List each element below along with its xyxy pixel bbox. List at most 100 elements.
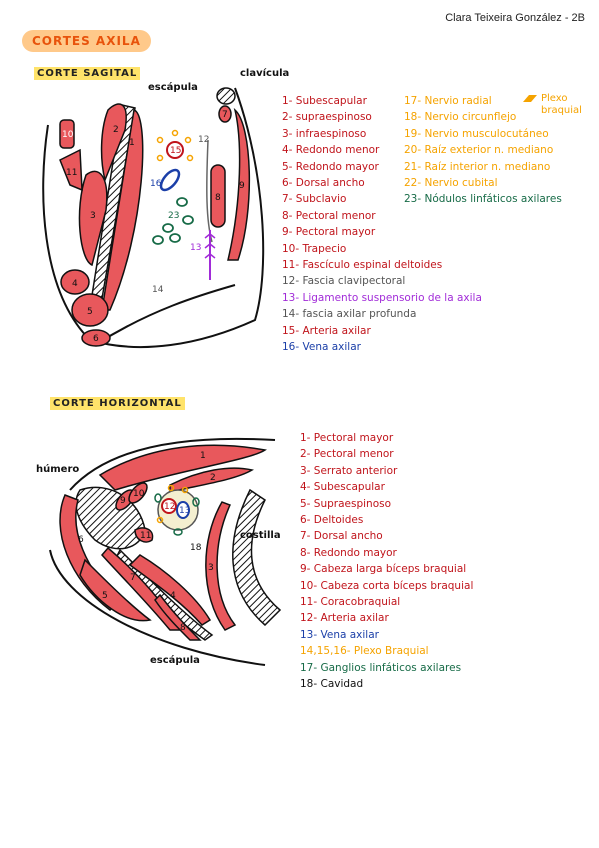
sag-num-9: 9: [239, 181, 245, 191]
sagittal-section-label: CORTE SAGITAL: [34, 67, 141, 80]
horiz-num-11: 11: [140, 531, 151, 541]
horiz-legend-item: 6- Deltoides: [300, 514, 364, 527]
sag-legend-item: 10- Trapecio: [282, 242, 347, 255]
sag-legend-item: 23- Nódulos linfáticos axilares: [404, 193, 562, 206]
horiz-num-4: 4: [170, 591, 176, 601]
sagittal-legend-left: 1- Subescapular 2- supraespinoso 3- infr…: [282, 93, 482, 356]
horiz-legend-item: 13- Vena axilar: [300, 628, 379, 641]
sag-legend-item: 11- Fascículo espinal deltoides: [282, 259, 443, 272]
scapula-label: escápula: [148, 82, 198, 93]
sag-num-8: 8: [215, 193, 221, 203]
horiz-legend-item: 18- Cavidad: [300, 678, 364, 691]
horiz-num-5: 5: [102, 591, 108, 601]
sag-muscle-3: [78, 170, 108, 267]
clavicle-bone: [216, 87, 236, 105]
horiz-artery: [161, 498, 177, 514]
horiz-legend-item: 2- Pectoral menor: [300, 448, 394, 461]
horiz-num-2: 2: [210, 473, 216, 483]
horiz-num-7: 7: [130, 573, 136, 583]
horiz-num-3: 3: [208, 563, 214, 573]
horiz-scapula-label: escápula: [150, 655, 200, 666]
sag-legend-item: 2- supraespinoso: [282, 111, 372, 124]
sag-num-15: 15: [170, 146, 181, 156]
sag-legend-item: 17- Nervio radial: [404, 95, 492, 107]
sag-legend-item: 20- Raíz exterior n. mediano: [404, 144, 554, 157]
horiz-legend-item: 1- Pectoral mayor: [300, 432, 394, 444]
sag-num-12: 12: [198, 135, 209, 145]
horizontal-section-label: CORTE HORIZONTAL: [50, 397, 185, 410]
horizontal-diagram: 1 2 3 4 5 6 7 8 9 10 11 12 13 18: [49, 437, 282, 666]
sag-num-3: 3: [90, 211, 96, 221]
sag-muscle-10: [59, 119, 75, 149]
sag-num-7: 7: [222, 110, 228, 120]
sag-muscle-1: [101, 109, 144, 311]
sag-muscle-8: [210, 164, 226, 228]
sag-num-13: 13: [190, 243, 201, 253]
horiz-num-6: 6: [78, 535, 84, 545]
sag-num-14: 14: [152, 285, 164, 295]
sag-num-10: 10: [62, 130, 74, 140]
horiz-muscle-2: [169, 467, 255, 493]
horiz-outline: [69, 437, 276, 491]
horizontal-label-text: CORTE HORIZONTAL: [50, 397, 185, 410]
horiz-muscle-7: [101, 546, 182, 631]
humerus-label: húmero: [36, 464, 80, 475]
horiz-legend-item: 3- Serrato anterior: [300, 464, 398, 477]
sag-num-11: 11: [66, 168, 77, 178]
sag-num-5: 5: [87, 307, 93, 317]
sag-legend-item: 7- Subclavio: [282, 193, 347, 206]
horiz-legend-item: 7- Dorsal ancho: [300, 530, 383, 543]
sag-legend-item: 3- infraespinoso: [282, 127, 367, 140]
horiz-num-9: 9: [120, 496, 126, 506]
horiz-num-12: 12: [164, 502, 175, 512]
sag-num-4: 4: [72, 279, 78, 289]
sag-legend-item: 5- Redondo mayor: [282, 160, 379, 173]
plexo-label: Plexo braquial: [541, 93, 582, 116]
sag-legend-item: 21- Raíz interior n. mediano: [404, 160, 551, 173]
sag-legend-item: 9- Pectoral mayor: [282, 226, 376, 239]
page-title: CORTES AXILA: [22, 30, 151, 52]
sagittal-outline: [42, 87, 265, 348]
sagittal-legend-right: 17- Nervio radial 18- Nervio circunflejo…: [404, 93, 562, 208]
sag-num-1: 1: [129, 138, 135, 148]
sag-legend-item: 6- Dorsal ancho: [282, 177, 365, 190]
horiz-muscle-11: [134, 527, 154, 543]
horizontal-legend: 1- Pectoral mayor 2- Pectoral menor 3- S…: [300, 430, 473, 693]
horiz-muscle-5: [79, 558, 152, 622]
horiz-muscle-3: [205, 501, 237, 631]
horiz-legend-item: 17- Ganglios linfáticos axilares: [300, 661, 462, 674]
sag-legend-item: 14- fascia axilar profunda: [282, 308, 417, 321]
sag-legend-item: 15- Arteria axilar: [282, 324, 371, 337]
horiz-legend-item: 14,15,16- Plexo Braquial: [300, 645, 429, 658]
sag-legend-item: 4- Redondo menor: [282, 144, 380, 157]
axillary-vein: [159, 168, 181, 192]
rib-label: costilla: [240, 530, 281, 541]
horiz-legend-item: 5- Supraespinoso: [300, 497, 392, 510]
horiz-legend-item: 12- Arteria axilar: [300, 612, 389, 625]
sag-num-16: 16: [150, 179, 162, 189]
rib-bone: [232, 488, 282, 627]
horiz-legend-item: 8- Redondo mayor: [300, 546, 397, 559]
sagittal-diagram: 1 2 3 4 5 6 7 8 9 10 11 12 13 14 15 16 2…: [42, 87, 265, 348]
sag-legend-item: 19- Nervio musculocutáneo: [404, 127, 549, 140]
sag-muscle-4: [60, 269, 90, 295]
sag-legend-item: 13- Ligamento suspensorio de la axila: [282, 291, 482, 304]
sag-num-2: 2: [113, 125, 119, 135]
sag-muscle-7: [218, 105, 232, 123]
sag-muscle-9: [227, 107, 251, 261]
horiz-num-1: 1: [200, 451, 206, 461]
sag-legend-item: 22- Nervio cubital: [404, 177, 498, 190]
horiz-muscle-4: [128, 554, 212, 626]
sag-num-23: 23: [168, 211, 179, 221]
clavicle-label: clavícula: [240, 68, 290, 79]
sagittal-label-text: CORTE SAGITAL: [34, 67, 141, 80]
sagittal-fascia: [94, 284, 236, 346]
horiz-legend-item: 11- Coracobraquial: [300, 596, 401, 609]
plexo-marker-icon: [523, 95, 537, 102]
horiz-num-13: 13: [179, 506, 190, 516]
horiz-legend-item: 9- Cabeza larga bíceps braquial: [300, 563, 467, 576]
sag-legend-item: 12- Fascia clavipectoral: [282, 275, 406, 288]
sag-legend-item: 18- Nervio circunflejo: [404, 111, 517, 124]
author-name: Clara Teixeira González - 2B: [445, 12, 585, 24]
horiz-num-10: 10: [133, 489, 145, 499]
